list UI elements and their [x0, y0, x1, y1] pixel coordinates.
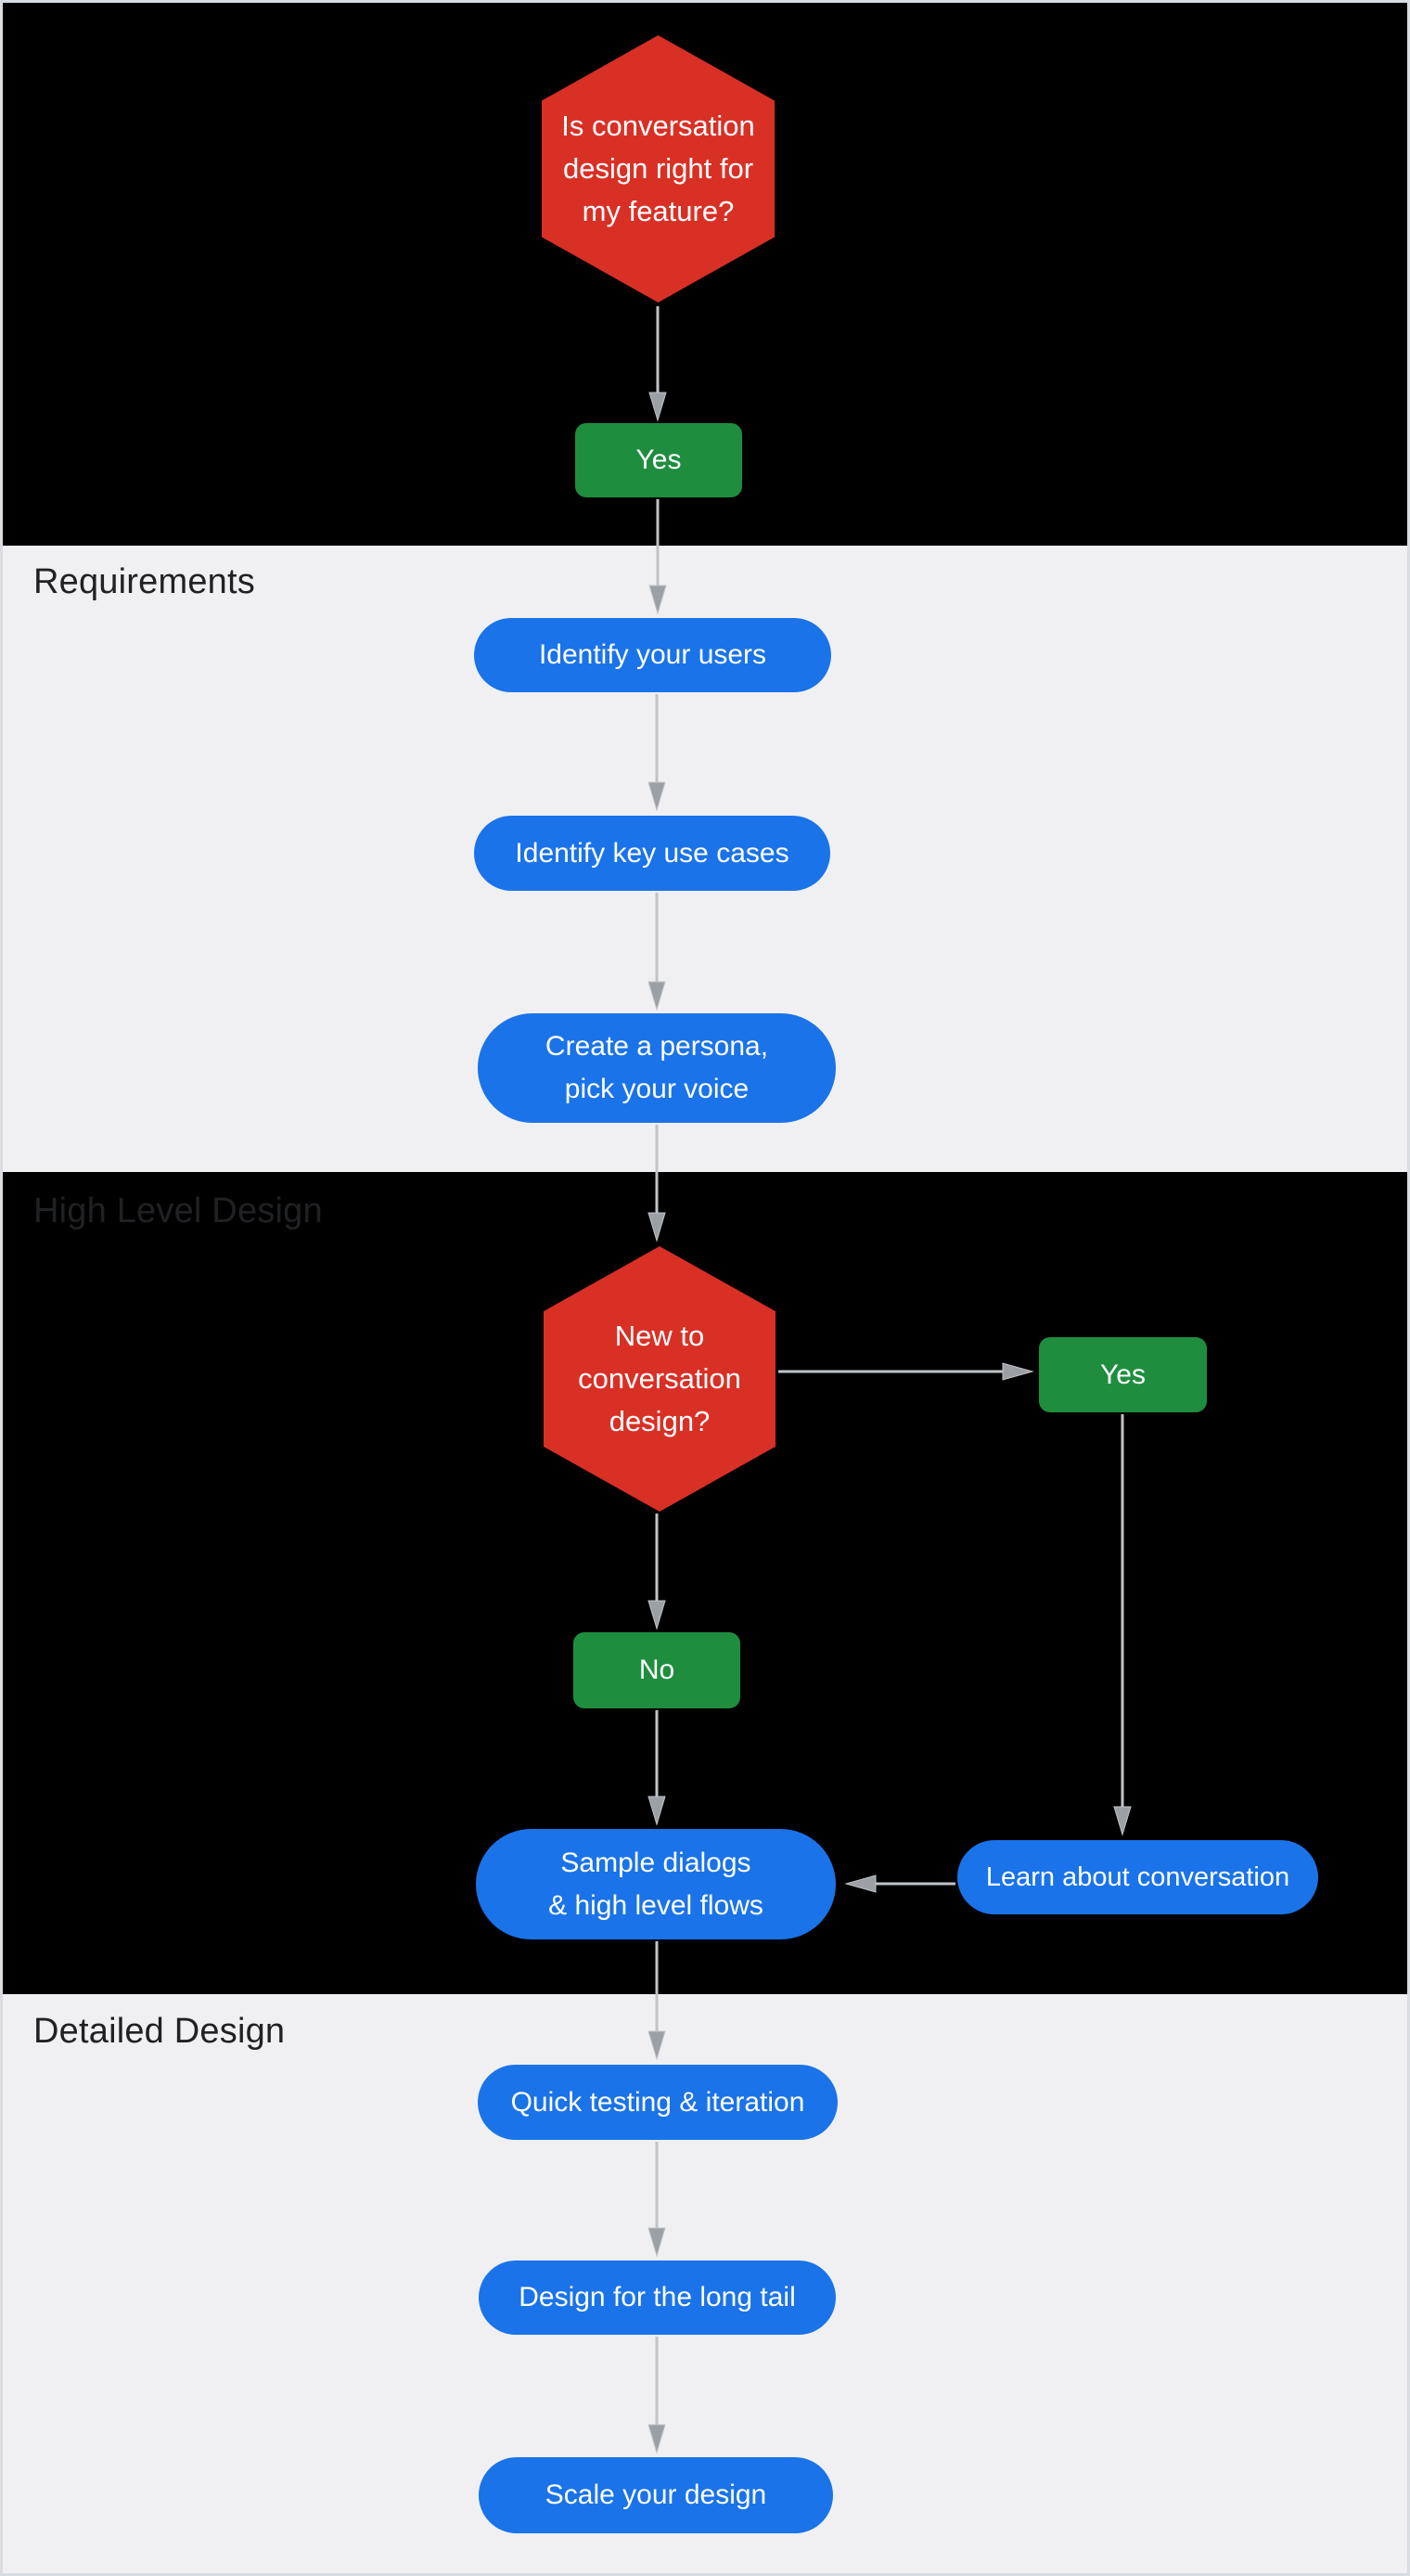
detailed-design-label: Detailed Design [33, 2012, 286, 2051]
learn-about-conversation-pill[interactable]: Learn about conversation [957, 1840, 1318, 1914]
no-button[interactable]: No [573, 1632, 740, 1708]
decision-conversation-design-right: Is conversation design right for my feat… [542, 35, 775, 303]
high-level-design-label: High Level Design [33, 1191, 323, 1230]
requirements-label: Requirements [33, 562, 255, 601]
decision-new-to-conversation-design: New to conversation design? [544, 1246, 776, 1512]
yes-button-2[interactable]: Yes [1039, 1337, 1207, 1412]
yes-button-1[interactable]: Yes [575, 423, 742, 497]
sample-dialogs-pill[interactable]: Sample dialogs & high level flows [476, 1829, 836, 1939]
scale-your-design-pill[interactable]: Scale your design [479, 2457, 833, 2533]
quick-testing-iteration-pill[interactable]: Quick testing & iteration [478, 2065, 838, 2140]
create-persona-pill[interactable]: Create a persona, pick your voice [478, 1013, 836, 1123]
identify-key-use-cases-pill[interactable]: Identify key use cases [474, 816, 830, 891]
identify-your-users-pill[interactable]: Identify your users [474, 618, 831, 692]
design-long-tail-pill[interactable]: Design for the long tail [479, 2260, 836, 2335]
